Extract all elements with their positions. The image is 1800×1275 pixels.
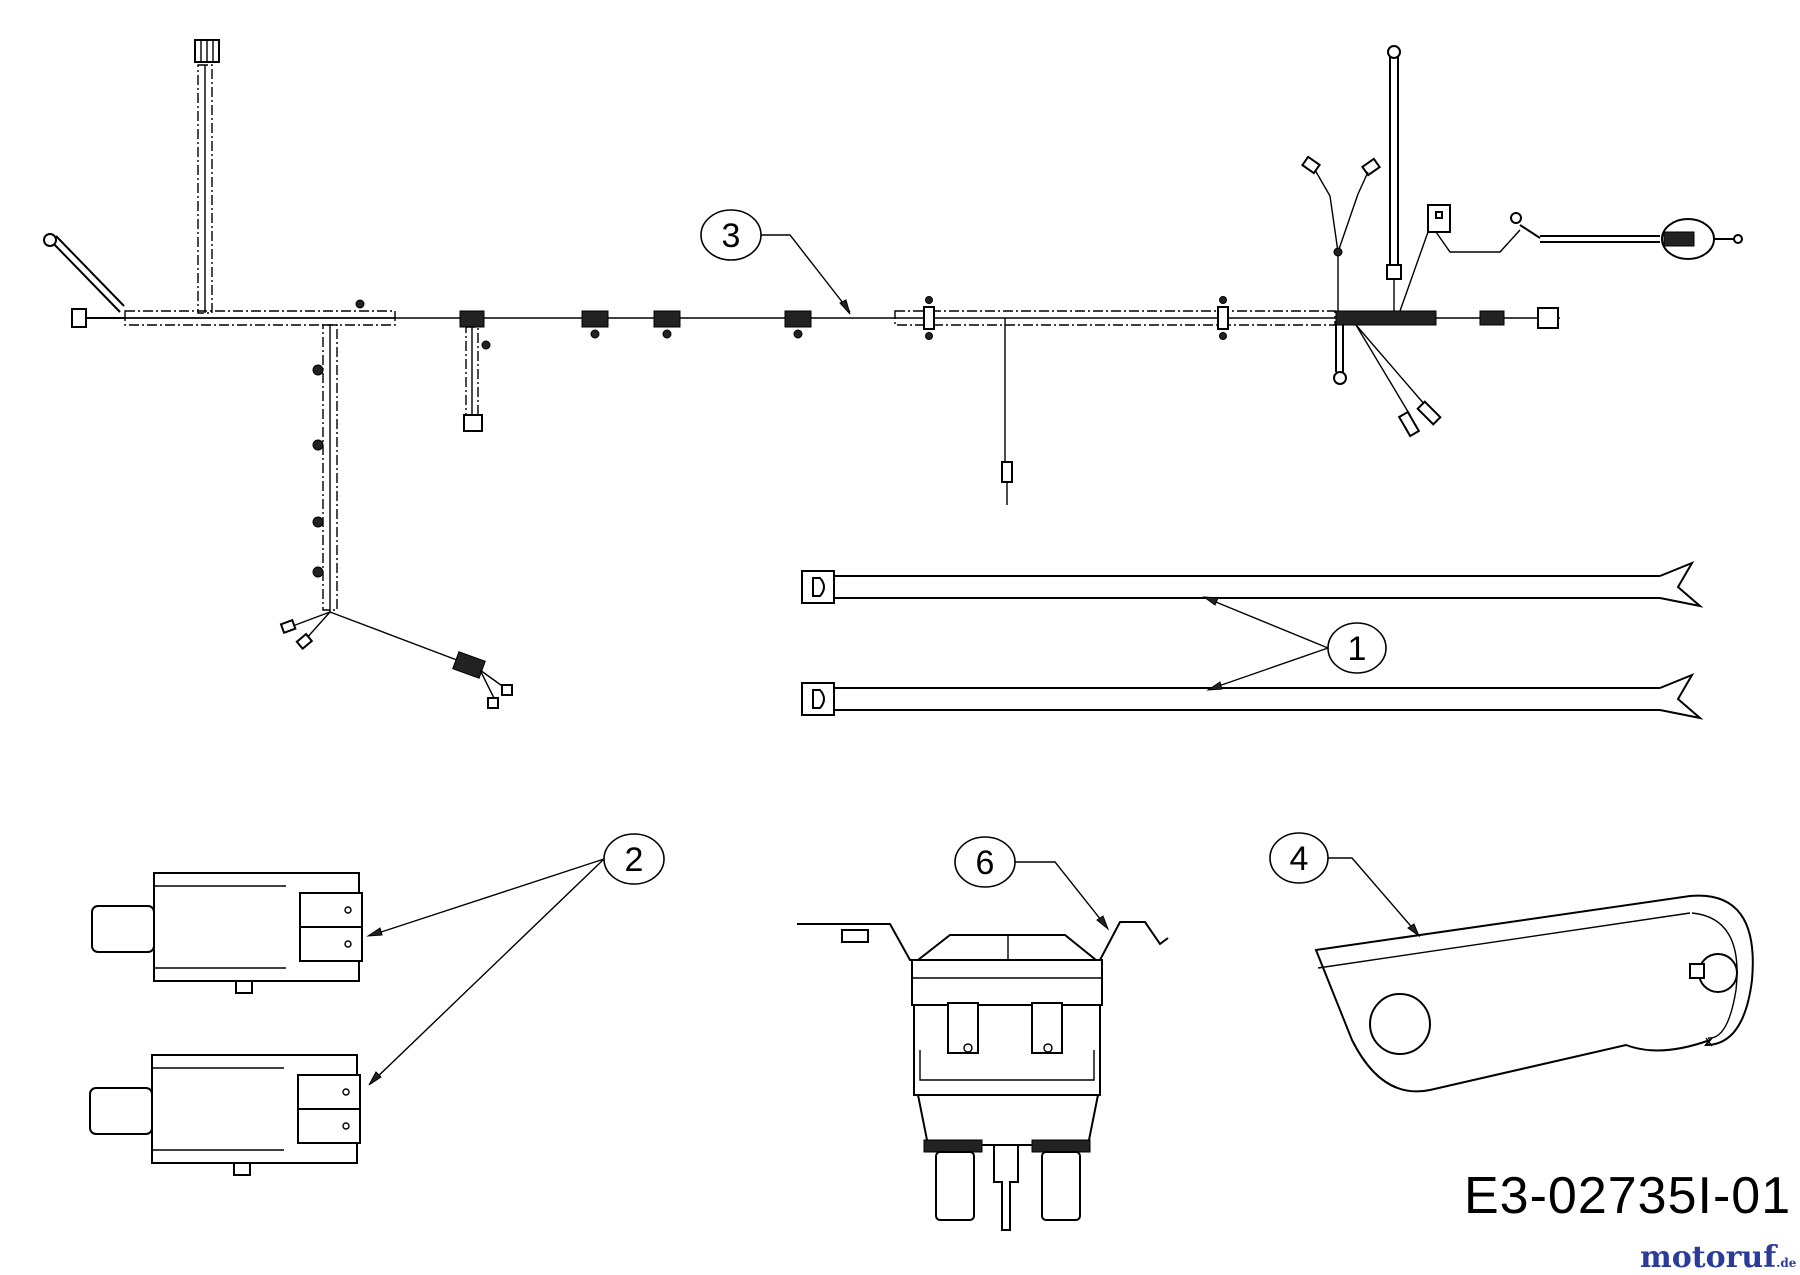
plunger-switch-upper bbox=[91, 872, 363, 994]
bracket-lever bbox=[1314, 894, 1754, 1093]
callout-6-label: 6 bbox=[976, 844, 995, 882]
callout-2: 2 bbox=[366, 833, 665, 1086]
drawing-code: E3-02735I-01 bbox=[1464, 1167, 1792, 1225]
plunger-switch-lower bbox=[89, 1054, 361, 1176]
watermark: motoruf.de bbox=[1640, 1240, 1796, 1275]
callout-4: 4 bbox=[1269, 832, 1421, 938]
callout-2-label: 2 bbox=[625, 841, 644, 879]
callout-4-label: 4 bbox=[1290, 840, 1309, 878]
wiring-harness bbox=[43, 39, 1743, 709]
callout-3: 3 bbox=[700, 209, 851, 315]
watermark-suffix: .de bbox=[1776, 1256, 1797, 1270]
cable-tie-upper bbox=[801, 560, 1704, 608]
cable-tie-lower bbox=[801, 672, 1704, 720]
callout-1-label: 1 bbox=[1348, 630, 1367, 668]
callout-6: 6 bbox=[954, 836, 1110, 931]
relay-solenoid bbox=[797, 921, 1169, 1231]
callout-3-label: 3 bbox=[722, 217, 741, 255]
callout-1: 1 bbox=[1202, 596, 1387, 691]
watermark-brand: motoruf bbox=[1640, 1240, 1777, 1275]
